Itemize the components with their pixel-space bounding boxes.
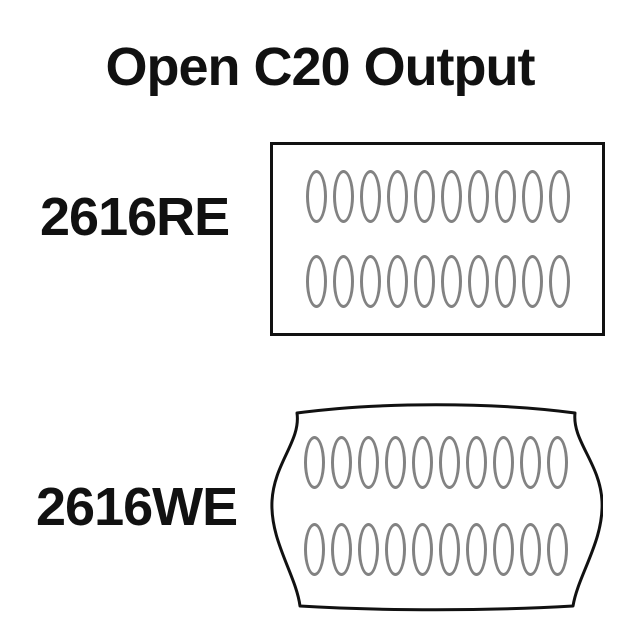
zero-digit	[386, 170, 408, 223]
label-name-2616we: 2616WE	[36, 477, 238, 537]
zero-digit	[305, 255, 327, 308]
zero-digit	[332, 255, 354, 308]
zero-digit	[412, 523, 433, 576]
zero-digit	[494, 255, 516, 308]
page-title: Open C20 Output	[105, 37, 536, 97]
zero-digit	[466, 436, 487, 489]
zero-digit	[440, 170, 462, 223]
zero-digit	[547, 523, 568, 576]
zero-digit	[467, 255, 489, 308]
zero-digit	[439, 436, 460, 489]
zero-digit	[332, 170, 354, 223]
zero-digit	[493, 523, 514, 576]
zero-digit	[521, 170, 543, 223]
zero-digit	[466, 523, 487, 576]
zero-digit	[494, 170, 516, 223]
zero-digit	[304, 436, 325, 489]
label-name-2616re: 2616RE	[40, 187, 230, 247]
zero-digit	[439, 523, 460, 576]
zero-digit	[358, 436, 379, 489]
zero-digit	[412, 436, 433, 489]
zeros-stack	[269, 399, 603, 613]
zero-digit	[359, 255, 381, 308]
zero-digit	[385, 436, 406, 489]
zero-digit	[413, 170, 435, 223]
zero-digit	[521, 255, 543, 308]
zero-digit	[520, 436, 541, 489]
zero-digit	[548, 170, 570, 223]
zero-digit	[305, 170, 327, 223]
zero-digit	[467, 170, 489, 223]
zeros-row	[304, 436, 568, 489]
zero-digit	[386, 255, 408, 308]
zero-digit	[440, 255, 462, 308]
zero-digit	[413, 255, 435, 308]
zeros-row	[304, 523, 568, 576]
zeros-row	[305, 255, 570, 308]
zero-digit	[493, 436, 514, 489]
zeros-row	[305, 170, 570, 223]
zero-digit	[520, 523, 541, 576]
zero-digit	[359, 170, 381, 223]
zero-digit	[331, 436, 352, 489]
label-swatch-2616re-rectangle	[270, 142, 605, 336]
zero-digit	[385, 523, 406, 576]
zero-digit	[331, 523, 352, 576]
zero-digit	[304, 523, 325, 576]
zero-digit	[358, 523, 379, 576]
label-swatch-2616we-wave	[269, 399, 603, 613]
zero-digit	[547, 436, 568, 489]
zero-digit	[548, 255, 570, 308]
